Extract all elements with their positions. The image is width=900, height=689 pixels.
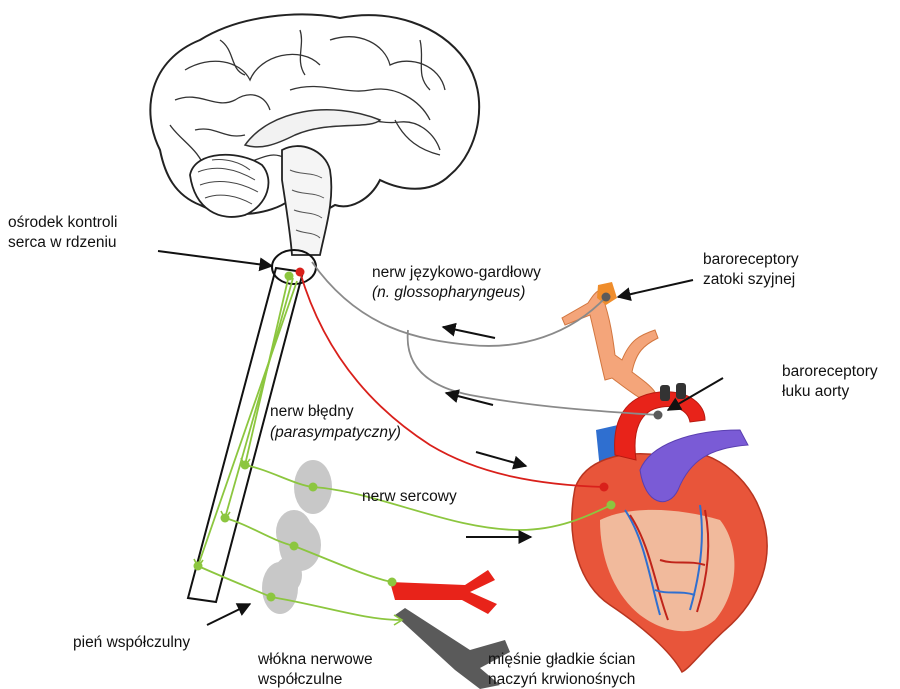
vagus-nerve [300, 272, 604, 487]
glossopharyngeal-latin-label: (n. glossopharyngeus) [372, 283, 525, 303]
artery-vessel [390, 570, 497, 614]
sympathetic-trunk-label: pień współczulny [73, 633, 190, 653]
control-center-label-line1: ośrodek kontroli [8, 213, 117, 233]
vagus-type-label: (parasympatyczny) [270, 423, 401, 443]
carotid-baro-line1: baroreceptory [703, 250, 799, 270]
aortic-baro-line2: łuku aorty [782, 382, 878, 402]
smooth-muscle-line1: mięśnie gładkie ścian [488, 650, 635, 670]
smooth-muscle-line2: naczyń krwionośnych [488, 670, 635, 689]
carotid-baroreceptors-label: baroreceptory zatoki szyjnej [703, 250, 799, 290]
sympathetic-fibers-label: włókna nerwowe współczulne [258, 650, 373, 689]
vagus-end-dot [600, 483, 609, 492]
brain-illustration [150, 14, 479, 255]
glossopharyngeal-nerve-label: nerw językowo-gardłowy [372, 263, 541, 283]
control-center-label: ośrodek kontroli serca w rdzeniu [8, 213, 117, 253]
sympathetic-nerve-dots [194, 272, 616, 602]
cardiac-nerve-label: nerw sercowy [362, 487, 457, 507]
vagus-nerve-label: nerw błędny [270, 402, 354, 422]
carotid-baro-line2: zatoki szyjnej [703, 270, 799, 290]
smooth-muscle-label: mięśnie gładkie ścian naczyń krwionośnyc… [488, 650, 635, 689]
aortic-baro-line1: baroreceptory [782, 362, 878, 382]
aortic-baroreceptors-label: baroreceptory łuku aorty [782, 362, 878, 402]
heart-illustration [562, 282, 767, 672]
aortic-receptor-dot [654, 411, 663, 420]
control-center-label-line2: serca w rdzeniu [8, 233, 117, 253]
sympathetic-fibers-line1: włókna nerwowe [258, 650, 373, 670]
vagus-origin-dot [296, 268, 305, 277]
carotid-receptor-dot [602, 293, 611, 302]
sympathetic-fibers-line2: współczulne [258, 670, 373, 689]
